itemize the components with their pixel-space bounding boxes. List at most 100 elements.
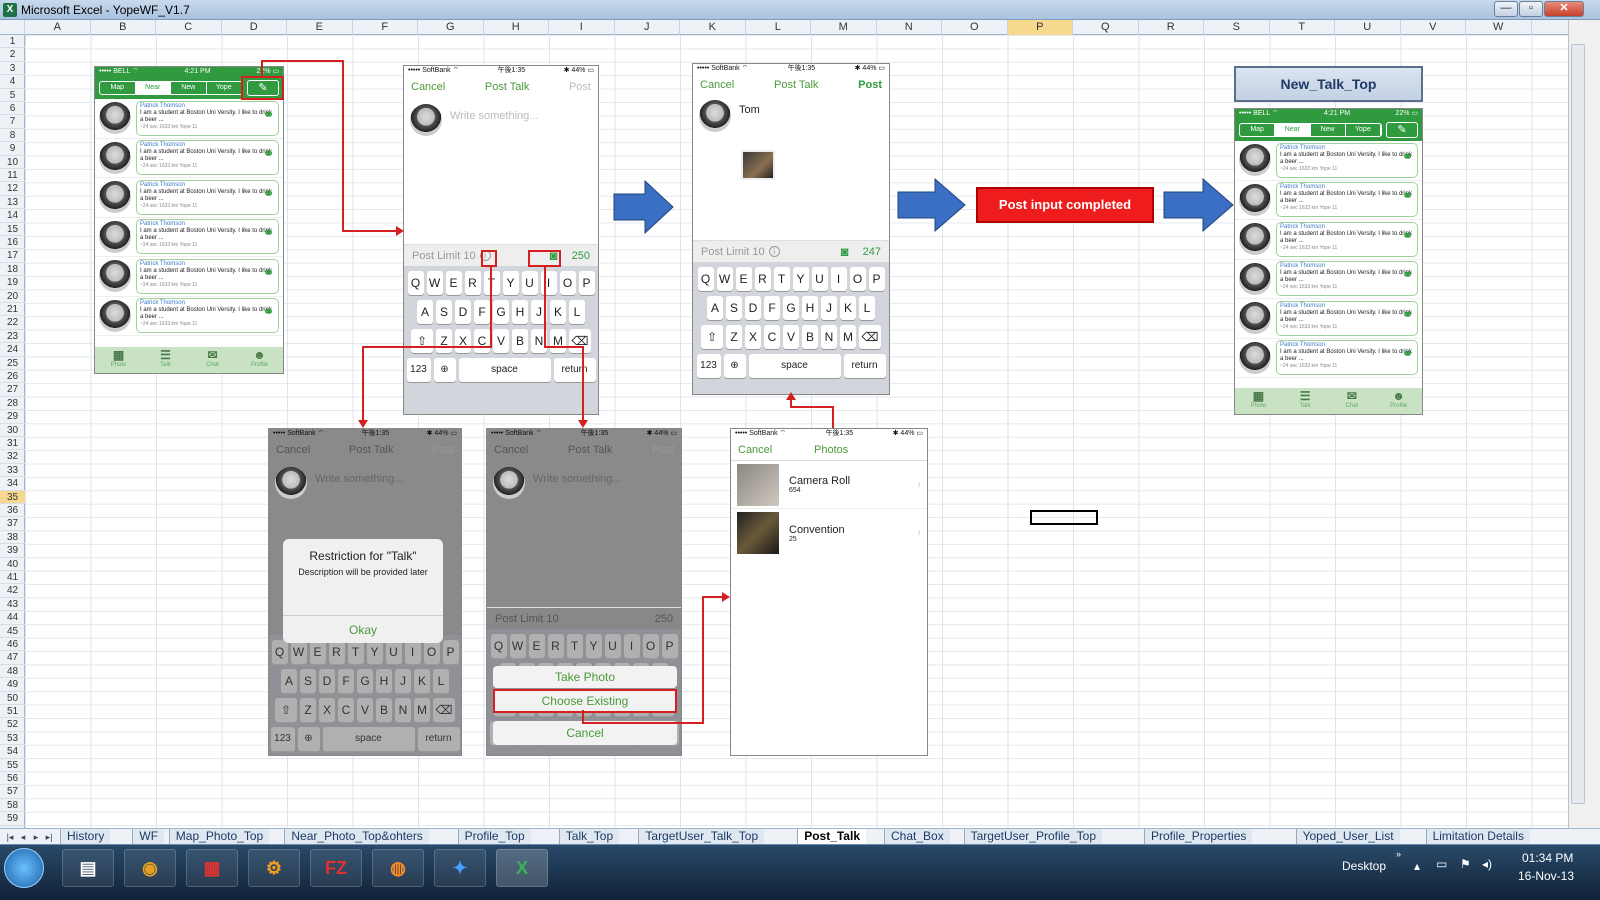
column-header-q[interactable]: Q (1073, 20, 1139, 35)
key-space[interactable]: space (748, 354, 841, 378)
key-b[interactable]: B (376, 698, 392, 722)
key-u[interactable]: U (385, 640, 402, 664)
row-header-58[interactable]: 58 (0, 799, 25, 813)
key-i[interactable]: I (623, 634, 640, 658)
backspace-icon[interactable]: ⌫ (569, 329, 591, 353)
key-k[interactable]: K (550, 300, 566, 324)
sheet-tab-history[interactable]: History (60, 829, 111, 845)
column-header-n[interactable]: N (877, 20, 942, 35)
row-header-18[interactable]: 18 (0, 263, 25, 277)
column-header-u[interactable]: U (1335, 20, 1401, 35)
key-j[interactable]: J (821, 296, 837, 320)
row-header-7[interactable]: 7 (0, 115, 25, 129)
column-header-g[interactable]: G (418, 20, 484, 35)
compose-icon[interactable]: ✎ (247, 80, 279, 96)
cancel-button[interactable]: Cancel (411, 81, 446, 93)
row-header-47[interactable]: 47 (0, 651, 25, 665)
row-header-33[interactable]: 33 (0, 464, 25, 478)
sheet-tab-near-photo-top-ohters[interactable]: Near_Photo_Top&ohters (284, 829, 429, 845)
row-header-23[interactable]: 23 (0, 330, 25, 344)
key-e[interactable]: E (445, 271, 462, 295)
key-g[interactable]: G (493, 300, 509, 324)
key-i[interactable]: I (404, 640, 421, 664)
compose-icon[interactable]: ✎ (1386, 122, 1418, 138)
backspace-icon[interactable]: ⌫ (859, 325, 881, 349)
clock-date[interactable]: 16-Nov-13 (1518, 869, 1575, 883)
key-a[interactable]: A (707, 296, 723, 320)
link-icon[interactable]: ⚭ (1402, 148, 1413, 164)
segment-control[interactable]: Map Near New Yope (1239, 123, 1382, 137)
key-y[interactable]: Y (366, 640, 383, 664)
tab-profile[interactable]: ☻Profile (1375, 388, 1422, 414)
row-header-36[interactable]: 36 (0, 504, 25, 518)
row-header-21[interactable]: 21 (0, 303, 25, 317)
vertical-scrollbar[interactable] (1568, 20, 1600, 828)
key-return[interactable]: return (417, 727, 460, 751)
row-header-17[interactable]: 17 (0, 249, 25, 263)
key-j[interactable]: J (531, 300, 547, 324)
sheet-tab-chat-box[interactable]: Chat_Box (884, 829, 950, 845)
link-icon[interactable]: ⚭ (1402, 267, 1413, 283)
row-header-1[interactable]: 1 (0, 35, 25, 49)
key-r[interactable]: R (547, 634, 564, 658)
key-space[interactable]: space (458, 358, 551, 382)
sheet-tab-profile-properties[interactable]: Profile_Properties (1144, 829, 1253, 845)
key-return[interactable]: return (843, 354, 886, 378)
sheet-cancel-button[interactable]: Cancel (493, 721, 677, 745)
key-g[interactable]: G (783, 296, 799, 320)
key-h[interactable]: H (376, 669, 392, 693)
key-m[interactable]: M (414, 698, 430, 722)
app-icon[interactable]: ✦ (434, 849, 486, 887)
column-header-o[interactable]: O (942, 20, 1008, 35)
key-k[interactable]: K (414, 669, 430, 693)
key-c[interactable]: C (764, 325, 780, 349)
key-s[interactable]: S (300, 669, 316, 693)
link-icon[interactable]: ⚭ (263, 225, 274, 241)
row-header-39[interactable]: 39 (0, 544, 25, 558)
filezilla-icon[interactable]: FZ (310, 849, 362, 887)
globe-icon[interactable]: ⊕ (723, 354, 746, 378)
seg-map[interactable]: Map (1240, 124, 1276, 136)
row-header-5[interactable]: 5 (0, 89, 25, 102)
row-header-48[interactable]: 48 (0, 665, 25, 679)
row-header-27[interactable]: 27 (0, 383, 25, 397)
row-header-22[interactable]: 22 (0, 316, 25, 330)
shift-icon[interactable]: ⇧ (275, 698, 297, 722)
settings-gear-icon[interactable]: ⚙ (248, 849, 300, 887)
camera-icon[interactable]: ◙ (549, 248, 558, 263)
key-o[interactable]: O (423, 640, 440, 664)
column-header-i[interactable]: I (549, 20, 615, 35)
row-header-25[interactable]: 25 (0, 357, 25, 370)
row-header-12[interactable]: 12 (0, 182, 25, 196)
shift-icon[interactable]: ⇧ (701, 325, 723, 349)
link-icon[interactable]: ⚭ (1402, 346, 1413, 362)
key-123[interactable]: 123 (270, 727, 295, 751)
key-y[interactable]: Y (502, 271, 519, 295)
column-header-w[interactable]: W (1466, 20, 1532, 35)
key-a[interactable]: A (281, 669, 297, 693)
minimize-button[interactable]: — (1494, 1, 1518, 17)
tab-chat[interactable]: ✉Chat (189, 347, 236, 373)
key-w[interactable]: W (509, 634, 526, 658)
key-o[interactable]: O (849, 267, 866, 291)
key-y[interactable]: Y (792, 267, 809, 291)
select-all-corner[interactable] (0, 20, 25, 35)
key-z[interactable]: Z (436, 329, 452, 353)
key-f[interactable]: F (338, 669, 354, 693)
column-header-c[interactable]: C (156, 20, 222, 35)
segment-control[interactable]: Map Near New Yope (99, 81, 243, 95)
column-header-l[interactable]: L (746, 20, 811, 35)
row-header-14[interactable]: 14 (0, 209, 25, 223)
key-i[interactable]: I (540, 271, 557, 295)
tab-talk[interactable]: ☰Talk (1282, 388, 1329, 414)
choose-existing-button[interactable]: Choose Existing (493, 689, 677, 713)
start-button[interactable] (4, 848, 44, 888)
